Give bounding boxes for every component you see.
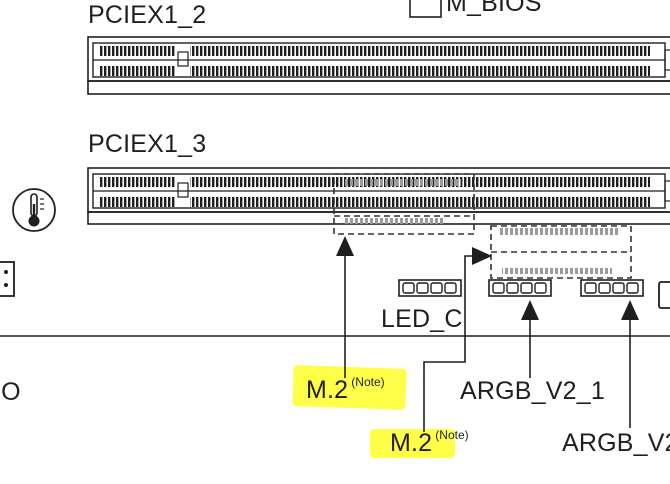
argb-v2-1-header-icon: [488, 279, 552, 297]
label-argb-v2-2: ARGB_V2: [562, 429, 670, 457]
m2-upper-leader-arrow: [336, 236, 354, 378]
left-edge-header-icon: [0, 261, 15, 297]
highlight-m2-lower: [370, 429, 455, 458]
label-m2-upper-note: (Note): [351, 375, 385, 389]
label-m2-upper: M.2(Note): [306, 375, 385, 404]
label-m-bios: M_BIOS: [446, 0, 542, 17]
led-c-header-icon: [398, 279, 462, 297]
argb-v2-2-leader-arrow: [621, 300, 639, 428]
argb-v2-1-leader-arrow: [521, 300, 539, 378]
m-bios-box: [409, 0, 442, 18]
right-edge-header-icon: [658, 281, 670, 309]
label-m2-lower-note: (Note): [435, 428, 469, 442]
pciex1-2-slot: [87, 36, 670, 95]
m2-slot-lower-dashed: [490, 225, 632, 279]
label-m2-upper-text: M.2: [306, 376, 349, 404]
label-io: IO: [0, 378, 21, 406]
argb-v2-2-header-icon: [580, 279, 644, 297]
label-argb-v2-1: ARGB_V2_1: [460, 377, 605, 405]
label-m2-lower-text: M.2: [390, 429, 433, 457]
label-m2-lower: M.2(Note): [390, 428, 469, 457]
label-pciex1-3: PCIEX1_3: [88, 130, 207, 158]
thermometer-icon: [12, 188, 56, 232]
label-pciex1-2: PCIEX1_2: [88, 1, 207, 29]
m2-slot-upper-dashed: [333, 173, 475, 235]
label-led-c: LED_C: [381, 305, 463, 333]
m2-lower-leader-arrow: [423, 247, 492, 432]
